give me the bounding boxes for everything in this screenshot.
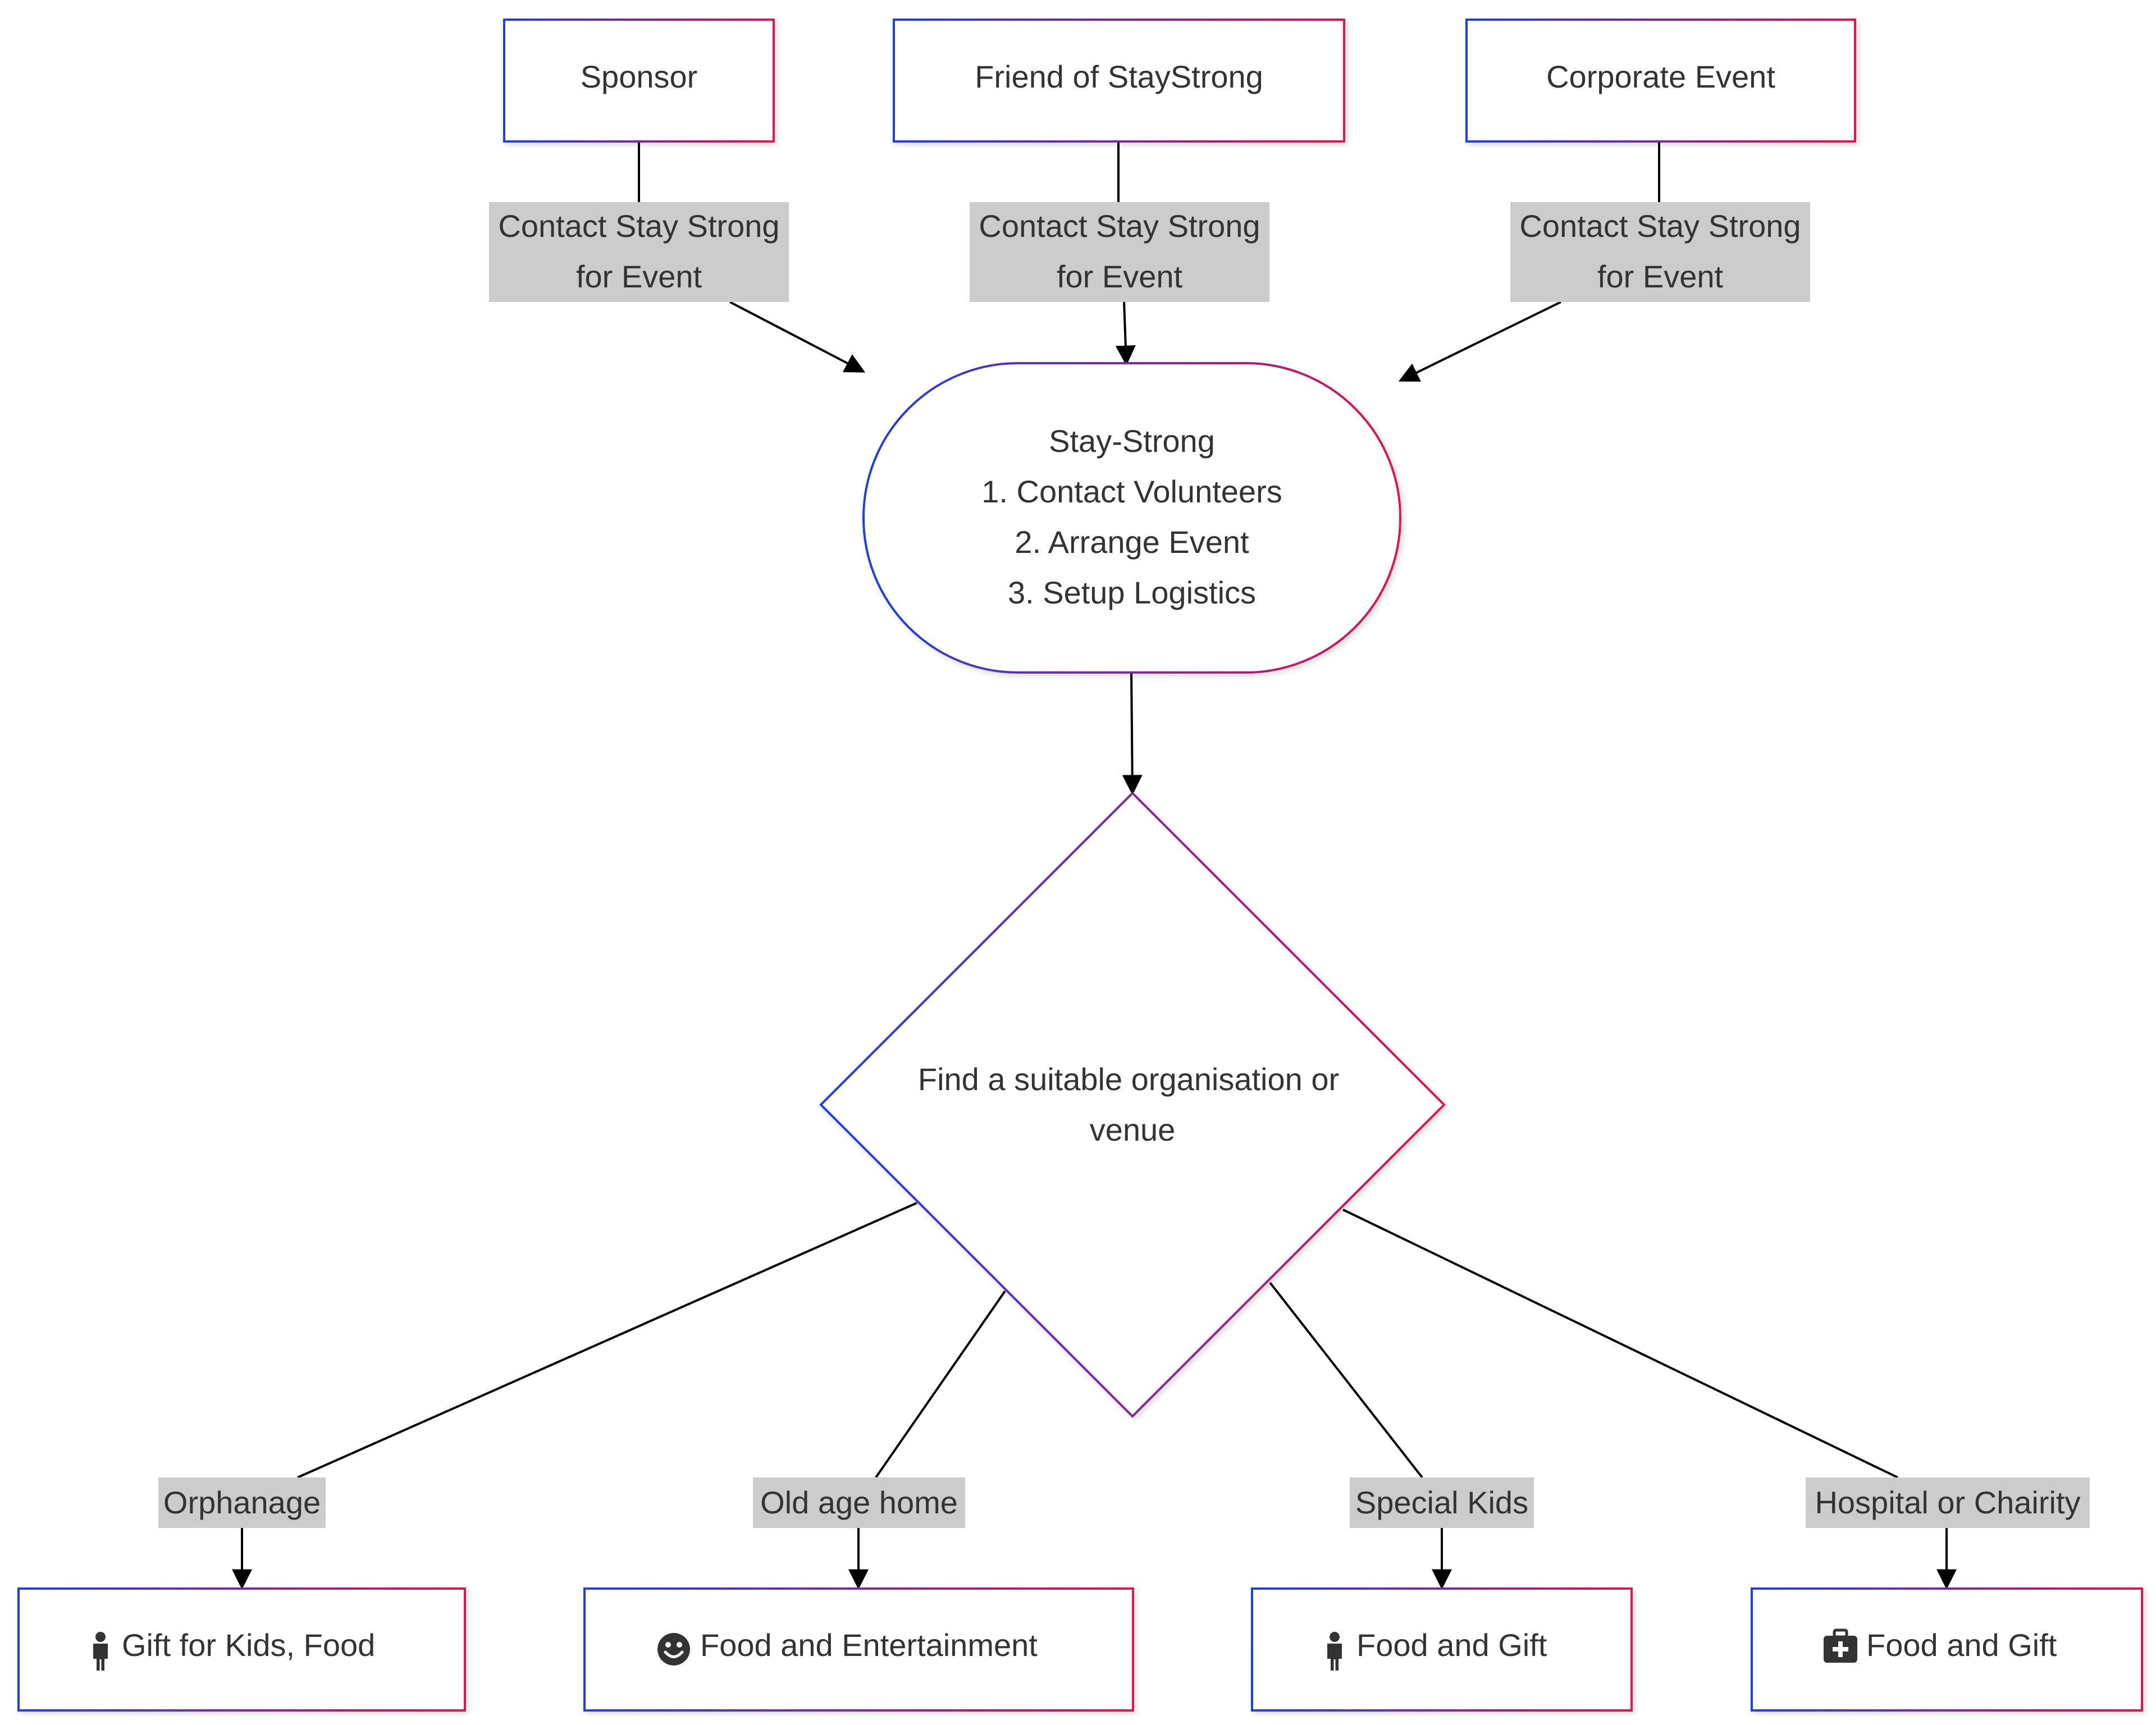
edge-label-specialkids-text: Special Kids [1355,1485,1528,1520]
edge-decision-to-specialkids [1269,1282,1423,1479]
edge-label-corporate-bg [1510,202,1810,302]
edge-decision-to-oldage [875,1290,1006,1479]
edge-label-sponsor-line1: Contact Stay Strong [498,208,779,244]
child-icon [93,1632,108,1671]
node-specialkids-gift[interactable]: Food and Gift [1251,1587,1633,1712]
node-sponsor[interactable]: Sponsor [503,19,775,143]
node-orphanage-gift[interactable]: Gift for Kids, Food [17,1587,466,1712]
edge-label-corporate-line2: for Event [1597,259,1724,294]
node-staystrong-shape [862,362,1401,674]
node-staystrong-line1: Stay-Strong [1049,423,1215,459]
edge-label-hospital: Hospital or Chairity [1806,1477,2090,1528]
node-friend[interactable]: Friend of StayStrong [893,19,1345,143]
edges-bottom [232,1202,1957,1590]
edge-label-oldage: Old age home [753,1477,965,1528]
node-oldage-entertainment-label: Food and Entertainment [700,1627,1038,1663]
edge-label-sponsor-bg [489,202,789,302]
node-staystrong[interactable]: Stay-Strong 1. Contact Volunteers 2. Arr… [862,362,1401,674]
edge-label-oldage-text: Old age home [760,1485,958,1520]
edge-sponsor-to-staystrong [729,301,866,373]
edge-label-sponsor: Contact Stay Strong for Event [489,202,789,302]
medkit-icon [1824,1628,1857,1663]
edge-label-hospital-text: Hospital or Chairity [1815,1485,2080,1520]
edge-label-orphanage-bg [158,1477,326,1528]
node-hospital-gift-box [1751,1587,2143,1712]
node-decision-line2: venue [1090,1112,1176,1147]
edge-label-orphanage-text: Orphanage [163,1485,321,1520]
edge-staystrong-to-decision [1122,672,1143,795]
node-orphanage-gift-box [17,1587,466,1712]
node-hospital-gift-label: Food and Gift [1866,1627,2057,1663]
edge-label-sponsor-line2: for Event [576,259,702,294]
edge-label-hospital-bg [1806,1477,2090,1528]
edge-label-friend: Contact Stay Strong for Event [970,202,1269,302]
edge-label-specialkids: Special Kids [1350,1477,1534,1528]
node-decision-diamond [819,791,1446,1418]
node-specialkids-gift-label: Food and Gift [1356,1627,1547,1663]
node-sponsor-box [503,19,775,143]
node-corporate-label: Corporate Event [1546,59,1775,94]
edge-label-corporate: Contact Stay Strong for Event [1510,202,1810,302]
node-orphanage-gift-label: Gift for Kids, Food [122,1627,375,1663]
node-decision[interactable]: Find a suitable organisation or venue [819,791,1446,1418]
edge-friend-to-staystrong [1115,301,1136,366]
node-staystrong-line3: 2. Arrange Event [1015,524,1249,560]
edge-label-friend-line1: Contact Stay Strong [979,208,1260,244]
edge-label-corporate-line1: Contact Stay Strong [1519,208,1801,244]
edge-label-friend-bg [970,202,1269,302]
edge-decision-to-orphanage [297,1202,917,1479]
node-staystrong-line4: 3. Setup Logistics [1008,575,1256,610]
edge-corporate-to-staystrong [1398,301,1561,382]
node-specialkids-gift-box [1251,1587,1633,1712]
node-corporate-box [1465,19,1856,143]
smile-icon [657,1633,690,1665]
node-corporate[interactable]: Corporate Event [1465,19,1856,143]
node-friend-label: Friend of StayStrong [975,59,1263,94]
edge-label-orphanage: Orphanage [158,1477,326,1528]
node-oldage-entertainment[interactable]: Food and Entertainment [583,1587,1134,1712]
edge-label-specialkids-bg [1350,1477,1534,1528]
edge-label-friend-line2: for Event [1057,259,1183,294]
node-sponsor-label: Sponsor [581,59,698,94]
node-friend-box [893,19,1345,143]
child-icon [1327,1632,1342,1671]
node-hospital-gift[interactable]: Food and Gift [1751,1587,2143,1712]
edges-top [638,141,1660,795]
node-staystrong-line2: 1. Contact Volunteers [981,474,1282,509]
node-decision-line1: Find a suitable organisation or [918,1061,1339,1097]
edge-decision-to-hospital [1342,1209,1898,1479]
edge-label-oldage-bg [753,1477,965,1528]
